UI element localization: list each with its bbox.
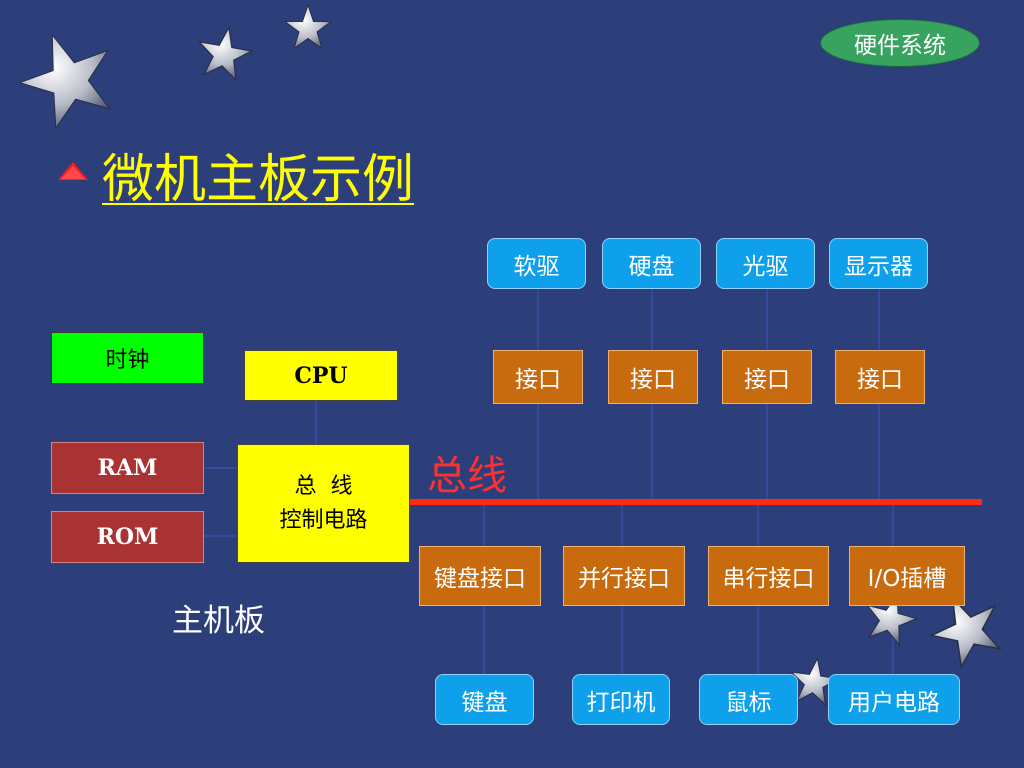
interface-hard-disk: 接口 [608,350,698,404]
page-title: 微机主板示例 [102,150,415,210]
interface-keyboard: 键盘接口 [419,546,541,606]
cpu-box: CPU [244,350,398,401]
star-icon [930,595,1002,670]
triangle-bullet-icon [58,162,88,180]
device-display: 显示器 [829,238,928,289]
device-keyboard: 键盘 [435,674,534,725]
ram-box: RAM [51,442,204,494]
interface-io-slot: I/O插槽 [849,546,965,606]
bus-controller-box: 总 线 控制电路 [237,444,410,563]
device-user-circuit: 用户电路 [828,674,960,725]
section-badge: 硬件系统 [820,19,980,67]
star-icon [283,3,333,50]
bus-controller-line2: 控制电路 [279,507,368,533]
device-printer: 打印机 [572,674,670,725]
interface-serial: 串行接口 [708,546,829,606]
interface-parallel: 并行接口 [563,546,685,606]
star-icon [197,26,253,82]
star-icon [18,33,111,130]
interface-floppy: 接口 [493,350,583,404]
rom-box: ROM [51,511,204,563]
device-floppy: 软驱 [487,238,586,289]
clock-box: 时钟 [51,332,204,384]
star-icon [865,592,918,647]
interface-optical-drive: 接口 [722,350,812,404]
device-mouse: 鼠标 [699,674,798,725]
bus-controller-line1: 总 线 [294,473,353,499]
bus-label: 总线 [427,453,507,499]
device-hard-disk: 硬盘 [602,238,701,289]
device-optical-drive: 光驱 [716,238,815,289]
mainboard-label: 主机板 [172,603,265,639]
interface-display: 接口 [835,350,925,404]
